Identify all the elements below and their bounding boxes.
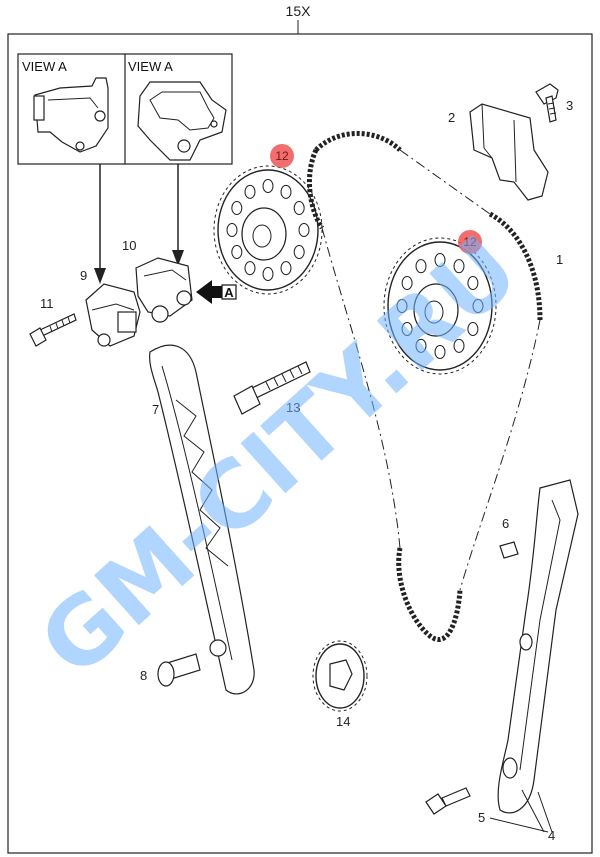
sprocket-hole <box>280 184 292 199</box>
bolt-3 <box>535 83 559 123</box>
view-a-right-sketch <box>137 81 227 161</box>
sprocket-hole <box>226 223 238 237</box>
view-a-panel: VIEW A VIEW A <box>17 53 233 165</box>
sprocket-hole <box>415 259 427 274</box>
badge-12-right-text: 12 <box>463 235 477 249</box>
callout-11: 11 <box>40 296 54 311</box>
sprocket-hole <box>401 322 413 336</box>
sprocket-hole <box>401 276 413 290</box>
sprocket-hole <box>231 245 243 259</box>
callout-13: 13 <box>286 400 300 415</box>
sprocket-hole <box>262 267 274 281</box>
callout-7: 7 <box>152 402 159 417</box>
view-a-arrows <box>94 164 184 284</box>
bolt-13 <box>233 361 311 415</box>
tensioner-rail-7 <box>149 344 255 695</box>
chain-guide-2 <box>469 103 549 201</box>
sprocket-hole <box>293 245 305 259</box>
camshaft-sprocket-right <box>383 237 497 375</box>
sprocket-hole <box>293 201 305 215</box>
assembly-frame <box>7 33 593 854</box>
callout-labels: 1 2 3 4 5 6 7 8 9 10 11 13 14 <box>40 98 573 843</box>
badge-12-left-text: 12 <box>275 149 289 163</box>
bolt-5 <box>425 787 471 815</box>
view-a-label-right: VIEW A <box>128 59 173 74</box>
sprocket-hole <box>467 276 479 290</box>
sprocket-hole <box>434 345 446 359</box>
sprocket-hole <box>453 338 465 353</box>
plug-6 <box>499 541 519 559</box>
sprocket-hole <box>415 338 427 353</box>
callout-10: 10 <box>122 238 136 253</box>
callout-1: 1 <box>556 252 563 267</box>
callout-2: 2 <box>448 110 455 125</box>
sprocket-hole <box>453 259 465 274</box>
bolt-11 <box>29 313 77 347</box>
camshaft-sprocket-left <box>213 165 323 295</box>
callout-5: 5 <box>478 810 485 825</box>
sprocket-hole <box>231 201 243 215</box>
sprocket-hole <box>434 253 446 267</box>
callout-4: 4 <box>548 828 555 843</box>
callout-3: 3 <box>566 98 573 113</box>
pivot-pin-8 <box>157 653 201 687</box>
crank-sprocket-14 <box>312 640 368 712</box>
sprocket-hole <box>244 184 256 199</box>
view-a-callout-letter: A <box>224 285 234 300</box>
callout-6: 6 <box>502 516 509 531</box>
assembly-label: 15X <box>286 3 312 19</box>
sprocket-hole <box>244 261 256 276</box>
view-a-callout-arrow: A <box>196 280 237 304</box>
tensioner-9 <box>85 283 141 347</box>
sprocket-hole <box>472 299 484 313</box>
sprocket-hole <box>298 223 310 237</box>
sprocket-hole <box>262 179 274 193</box>
guide-rail-4 <box>497 479 579 814</box>
tensioner-10 <box>135 257 193 323</box>
callout-9: 9 <box>80 268 87 283</box>
badge-12-right: 12 <box>458 230 482 254</box>
view-a-left-sketch <box>33 77 109 153</box>
timing-chain <box>306 131 543 642</box>
badge-12-left: 12 <box>270 144 294 168</box>
callout-8: 8 <box>140 668 147 683</box>
view-a-label-left: VIEW A <box>22 59 67 74</box>
callout-14: 14 <box>336 714 350 729</box>
sprocket-hole <box>396 299 408 313</box>
sprocket-hole <box>467 322 479 336</box>
sprocket-hole <box>280 261 292 276</box>
